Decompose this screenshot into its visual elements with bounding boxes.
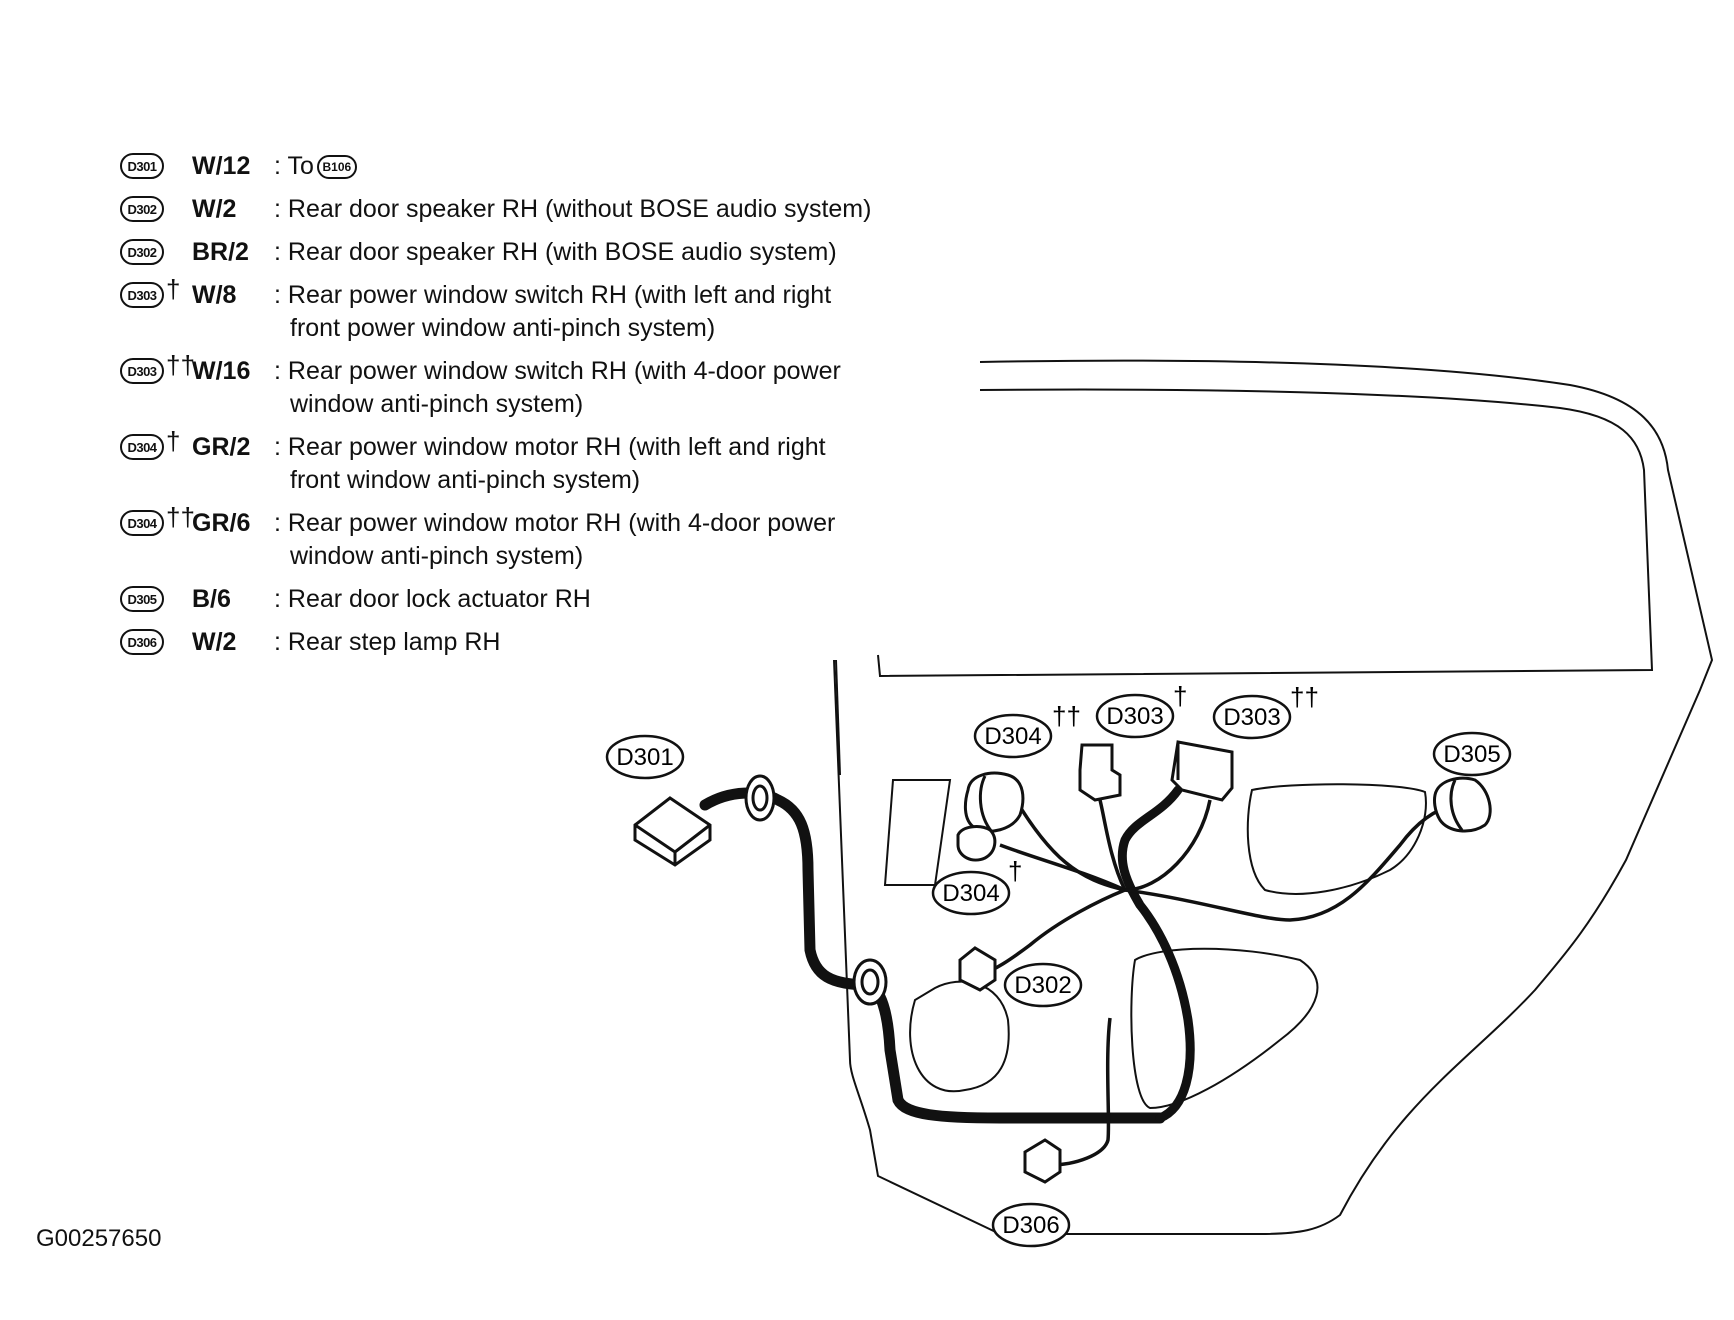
door-outline	[833, 359, 1714, 1235]
description-line: : Rear door speaker RH (without BOSE aud…	[274, 195, 872, 223]
connector-badge: D303	[120, 282, 164, 308]
description-line-2: window anti-pinch system)	[290, 542, 584, 570]
d301-label: D301	[605, 734, 685, 780]
description-line: : Rear power window switch RH (with 4-do…	[274, 357, 841, 385]
d303-t-label: D303 †	[1095, 681, 1187, 739]
legend-row: D303 † W/8 : Rear power window switch RH…	[120, 274, 1000, 345]
connector-badge: D305	[120, 586, 164, 612]
d306-label: D306	[991, 1202, 1071, 1248]
wire-spec: W/16	[192, 357, 251, 385]
d303-tt-label: D303 ††	[1212, 682, 1319, 740]
connector-description: : Rear power window switch RH (with left…	[274, 279, 974, 345]
wire-spec: W/2	[192, 628, 237, 656]
connector-description: : Rear door lock actuator RH	[274, 583, 974, 616]
wire-spec: B/6	[192, 585, 231, 613]
connector-badge: D303	[120, 358, 164, 384]
variant-mark: ††	[166, 350, 195, 380]
grommets	[744, 774, 888, 1006]
d302-connector-body	[958, 946, 997, 992]
connector-description: : Rear step lamp RH	[274, 626, 974, 659]
d303-t-label-text: D303	[1106, 703, 1163, 730]
description-line: : Rear door speaker RH (with BOSE audio …	[274, 238, 837, 266]
connector-badge: D304	[120, 510, 164, 536]
legend-row: D304 †† GR/6 : Rear power window motor R…	[120, 502, 1000, 573]
wire-spec: BR/2	[192, 238, 249, 266]
description-line: : Rear power window switch RH (with left…	[274, 281, 832, 309]
wire-spec: W/12	[192, 152, 251, 180]
connector-description: : Rear power window motor RH (with 4-doo…	[274, 507, 974, 573]
description-line: : Rear step lamp RH	[274, 628, 501, 656]
reference-badge: B106	[316, 155, 357, 180]
main-harness	[699, 785, 1195, 1124]
d302-label: D302	[1003, 962, 1083, 1008]
legend-row: D304 † GR/2 : Rear power window motor RH…	[120, 426, 1000, 497]
d304-t-connector-body	[956, 825, 997, 862]
d304-tt-label: D304 ††	[973, 701, 1081, 759]
connector-badge: D301	[120, 153, 164, 179]
connector-badge: D304	[120, 434, 164, 460]
wire-spec: W/8	[192, 281, 237, 309]
legend-row: D303 †† W/16 : Rear power window switch …	[120, 350, 1000, 421]
connector-description: : Rear power window motor RH (with left …	[274, 431, 974, 497]
connector-badge: D302	[120, 196, 164, 222]
d301-label-text: D301	[616, 744, 673, 771]
d306-connector-body	[1023, 1138, 1062, 1184]
d303-tt-connector-body	[1170, 740, 1234, 802]
legend-row: D306 W/2 : Rear step lamp RH	[120, 626, 1000, 659]
wire-spec: GR/2	[192, 433, 251, 461]
legend-row: D305 B/6 : Rear door lock actuator RH	[120, 583, 1000, 616]
d302-label-text: D302	[1014, 972, 1071, 999]
description-line: : To	[274, 152, 314, 180]
variant-mark: †	[166, 426, 181, 456]
d304-tt-label-text: D304	[984, 723, 1041, 750]
connector-description: : Rear power window switch RH (with 4-do…	[274, 355, 974, 421]
d305-connector-body	[1433, 776, 1492, 833]
wire-spec: W/2	[192, 195, 237, 223]
variant-mark: ††	[166, 502, 195, 532]
legend-row: D302 W/2 : Rear door speaker RH (without…	[120, 193, 1000, 226]
figure-code: G00257650	[36, 1225, 162, 1252]
description-line: : Rear door lock actuator RH	[274, 585, 591, 613]
description-line-2: front power window anti-pinch system)	[290, 314, 716, 342]
d303-tt-label-text: D303	[1223, 704, 1280, 731]
description-line-2: front window anti-pinch system)	[290, 466, 641, 494]
d305-label: D305	[1432, 731, 1512, 777]
d303-t-connector-body	[1078, 743, 1122, 802]
d304-t-label: D304 †	[931, 856, 1022, 916]
d305-label-text: D305	[1443, 741, 1500, 768]
connector-badge: D306	[120, 629, 164, 655]
d303-tt-mark: ††	[1290, 682, 1319, 712]
d303-t-mark: †	[1173, 681, 1187, 711]
legend-row: D302 BR/2 : Rear door speaker RH (with B…	[120, 236, 1000, 269]
connector-description: : Rear door speaker RH (without BOSE aud…	[274, 193, 974, 226]
description-line: : Rear power window motor RH (with left …	[274, 433, 826, 461]
d304-t-label-text: D304	[942, 880, 999, 907]
d304-t-mark: †	[1008, 856, 1022, 886]
d304-tt-mark: ††	[1052, 701, 1081, 731]
d306-label-text: D306	[1002, 1212, 1059, 1239]
wire-spec: GR/6	[192, 509, 251, 537]
connector-description: : Rear door speaker RH (with BOSE audio …	[274, 236, 974, 269]
description-line-2: window anti-pinch system)	[290, 390, 584, 418]
connector-labels: D301 D304 †† D303 † D303 †† D305 D304 †	[605, 681, 1512, 1248]
description-line: : Rear power window motor RH (with 4-doo…	[274, 509, 836, 537]
connector-bodies	[633, 740, 1492, 1184]
connector-badge: D302	[120, 239, 164, 265]
variant-mark: †	[166, 274, 181, 304]
d304-tt-connector-body	[963, 771, 1025, 833]
